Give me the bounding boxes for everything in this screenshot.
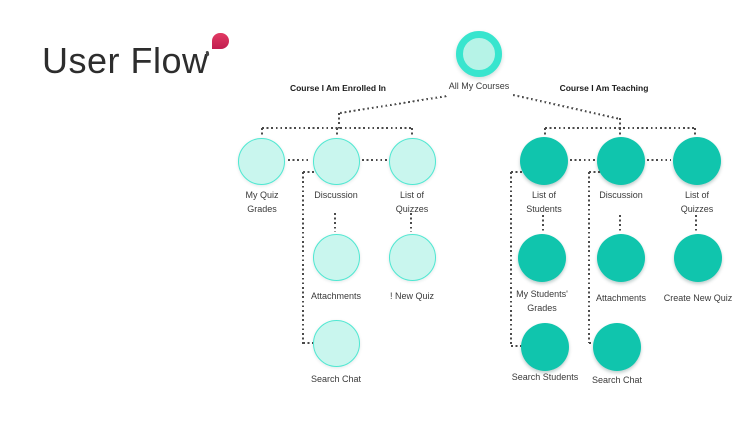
connector-link	[695, 215, 697, 233]
connector-elbow	[302, 172, 304, 344]
node-new-quiz[interactable]	[389, 234, 436, 281]
section-header-enrolled: Course I Am Enrolled In	[289, 83, 387, 93]
node-teaching-list-of-quizzes[interactable]	[673, 137, 721, 185]
speech-bubble-icon	[212, 33, 229, 49]
connector-elbow	[510, 172, 512, 346]
connector-tick	[411, 128, 413, 135]
connector-link	[288, 159, 310, 161]
node-new-quiz-label: ! New Quiz	[389, 291, 434, 301]
node-my-quiz-grades[interactable]	[238, 138, 285, 185]
connector-tick	[694, 128, 696, 135]
connector-junction-left	[338, 113, 340, 129]
node-teaching-search-chat[interactable]	[593, 323, 641, 371]
node-enrolled-discussion-label: Discussion	[314, 190, 358, 200]
node-teaching-search-chat-label: Search Chat	[591, 375, 643, 385]
connector-tick	[619, 128, 621, 135]
connector-elbow	[303, 342, 315, 344]
connector-root-to-teaching	[512, 94, 621, 120]
node-my-students-grades-label: My Students' Grades	[516, 289, 568, 313]
connector-link	[362, 159, 387, 161]
node-all-my-courses-label: All My Courses	[448, 81, 510, 91]
connector-link	[570, 159, 595, 161]
connector-tick	[261, 128, 263, 135]
node-teaching-attachments-label: Attachments	[595, 293, 647, 303]
node-list-of-students-label: List of Students	[526, 190, 562, 214]
node-search-students[interactable]	[521, 323, 569, 371]
connector-link	[334, 213, 336, 232]
node-teaching-attachments[interactable]	[597, 234, 645, 282]
node-enrolled-attachments-label: Attachments	[310, 291, 362, 301]
connector-link	[647, 159, 671, 161]
node-enrolled-search-chat-label: Search Chat	[310, 374, 362, 384]
node-teaching-discussion[interactable]	[597, 137, 645, 185]
connector-link	[619, 215, 621, 233]
node-my-students-grades[interactable]	[518, 234, 566, 282]
node-create-new-quiz[interactable]	[674, 234, 722, 282]
connector-elbow	[511, 171, 523, 173]
node-create-new-quiz-label: Create New Quiz	[663, 293, 733, 303]
section-header-teaching: Course I Am Teaching	[559, 83, 649, 93]
connector-elbow	[511, 345, 522, 347]
node-all-my-courses[interactable]	[456, 31, 502, 77]
node-enrolled-discussion[interactable]	[313, 138, 360, 185]
node-enrolled-list-of-quizzes-label: List of Quizzes	[395, 190, 429, 214]
node-enrolled-attachments[interactable]	[313, 234, 360, 281]
connector-elbow	[589, 171, 600, 173]
connector-tick	[336, 128, 338, 135]
node-list-of-students[interactable]	[520, 137, 568, 185]
page-title: User Flow	[42, 40, 209, 81]
connector-tick	[544, 128, 546, 135]
connector-root-to-enrolled	[339, 94, 449, 114]
connector-elbow	[588, 172, 590, 343]
node-enrolled-search-chat[interactable]	[313, 320, 360, 367]
connector-link	[542, 215, 544, 233]
node-search-students-label: Search Students	[511, 372, 579, 382]
node-my-quiz-grades-label: My Quiz Grades	[245, 190, 279, 214]
connector-junction-right	[619, 118, 621, 129]
node-teaching-list-of-quizzes-label: List of Quizzes	[680, 190, 714, 214]
connector-elbow	[303, 171, 316, 173]
speech-bubble-tail-icon	[205, 50, 210, 57]
node-teaching-discussion-label: Discussion	[599, 190, 643, 200]
connector-link	[410, 213, 412, 232]
node-enrolled-list-of-quizzes[interactable]	[389, 138, 436, 185]
